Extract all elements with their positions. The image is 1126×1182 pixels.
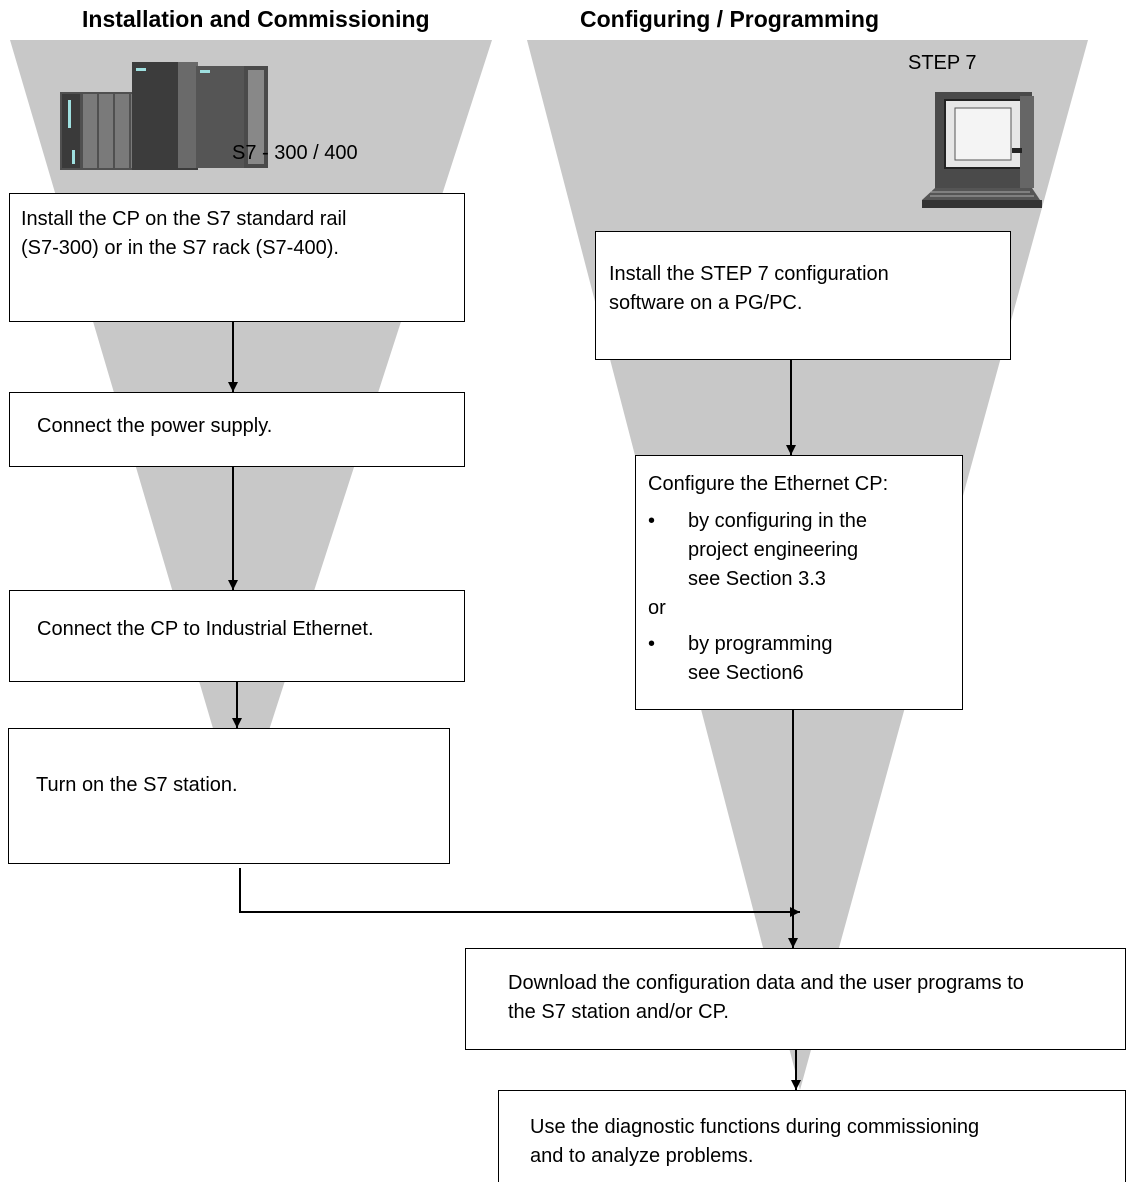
step-install-cp-line2: (S7-300) or in the S7 rack (S7-400). [21, 237, 339, 259]
step-diagnostics: Use the diagnostic functions during comm… [498, 1090, 1126, 1182]
option-programming-line1: by programming [688, 633, 833, 655]
option-configuring-line3: see Section 3.3 [688, 568, 826, 590]
arrow-turnon-to-download [239, 868, 800, 917]
bullet-icon: • [648, 633, 656, 655]
step-download-config: Download the configuration data and the … [465, 948, 1126, 1050]
option-programming-line2: see Section6 [688, 662, 804, 684]
option-configuring-line1: by configuring in the [688, 510, 868, 532]
step-install-cp-line1: Install the CP on the S7 standard rail [21, 208, 347, 230]
option-configuring-line2: project engineering [688, 539, 859, 561]
configuration-heading: Configuring / Programming [580, 6, 879, 32]
step-connect-power: Connect the power supply. [9, 392, 465, 467]
step-download-line1: Download the configuration data and the … [508, 972, 1024, 994]
configure-or-text: or [648, 597, 666, 619]
pg-laptop-icon [922, 92, 1042, 208]
plc-label: S7 - 300 / 400 [232, 142, 358, 164]
step-connect-ethernet-text: Connect the CP to Industrial Ethernet. [37, 618, 374, 640]
bullet-icon: • [648, 510, 656, 532]
configure-cp-title: Configure the Ethernet CP: [648, 473, 889, 495]
step-install-cp: Install the CP on the S7 standard rail (… [9, 193, 465, 322]
step-configure-cp: Configure the Ethernet CP: • by configur… [635, 455, 963, 710]
step-diagnostics-line1: Use the diagnostic functions during comm… [530, 1116, 980, 1138]
step-connect-power-text: Connect the power supply. [37, 415, 273, 437]
step7-label: STEP 7 [908, 52, 977, 74]
step-turn-on-station: Turn on the S7 station. [8, 728, 450, 864]
step-install-step7: Install the STEP 7 configuration softwar… [595, 231, 1011, 360]
step-connect-ethernet: Connect the CP to Industrial Ethernet. [9, 590, 465, 682]
step-diagnostics-line2: and to analyze problems. [530, 1145, 754, 1167]
step-download-line2: the S7 station and/or CP. [508, 1001, 729, 1023]
s7-plc-icon [60, 62, 268, 170]
step-turn-on-station-text: Turn on the S7 station. [36, 774, 238, 796]
step-install-step7-line1: Install the STEP 7 configuration [609, 263, 889, 285]
step-install-step7-line2: software on a PG/PC. [609, 292, 803, 314]
installation-heading: Installation and Commissioning [82, 6, 430, 32]
